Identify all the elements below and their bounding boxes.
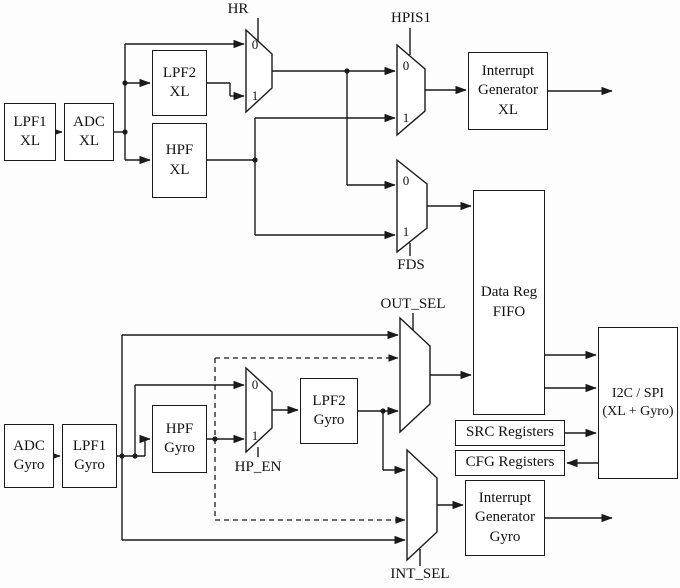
hpis1-mux-input-0-label: 0 [402, 58, 410, 73]
int-sel-mux [406, 448, 438, 562]
fds-mux-input-1-label: 1 [402, 224, 410, 239]
hpf-xl-box: HPF XL [152, 123, 207, 198]
lpf1-gyro-box: LPF1 Gyro [62, 424, 117, 488]
hr-mux-input-0-label: 0 [251, 37, 259, 52]
hp-en-mux-label: HP_EN [234, 459, 282, 475]
lpf2-xl-label: LPF2 XL [162, 64, 197, 101]
gyro-signal-lines [49, 313, 613, 566]
out-sel-mux [399, 316, 431, 434]
data-reg-fifo-box: Data Reg FIFO [473, 190, 545, 415]
lpf2-gyro-label: LPF2 Gyro [312, 392, 346, 429]
adc-gyro-label: ADC Gyro [13, 437, 45, 474]
int-sel-mux-label: INT_SEL [390, 566, 450, 582]
lpf1-gyro-label: LPF1 Gyro [72, 437, 107, 474]
i2c-spi-label: I2C / SPI (XL + Gyro) [602, 385, 674, 419]
interrupt-generator-xl-box: Interrupt Generator XL [468, 52, 548, 130]
hpis1-mux-label: HPIS1 [390, 10, 431, 26]
hpis1-mux [396, 43, 426, 137]
cfg-registers-label: CFG Registers [465, 454, 555, 471]
src-registers-box: SRC Registers [455, 420, 565, 446]
fds-mux [396, 158, 428, 254]
junction-dots [119, 68, 386, 459]
lpf2-gyro-box: LPF2 Gyro [300, 378, 358, 444]
bus-lines [545, 350, 598, 468]
cfg-registers-box: CFG Registers [455, 450, 565, 476]
i2c-spi-box: I2C / SPI (XL + Gyro) [598, 327, 678, 479]
data-reg-fifo-label: Data Reg FIFO [480, 284, 538, 320]
lpf2-xl-box: LPF2 XL [152, 50, 207, 116]
adc-xl-label: ADC XL [73, 113, 105, 150]
hpf-gyro-box: HPF Gyro [152, 405, 207, 473]
out-sel-mux-label: OUT_SEL [380, 296, 446, 312]
fds-mux-label: FDS [397, 257, 425, 273]
hp-en-mux [245, 366, 273, 454]
hr-mux-input-1-label: 1 [251, 88, 259, 103]
hr-mux-label: HR [227, 1, 249, 17]
fds-mux-input-0-label: 0 [402, 173, 410, 188]
hp-en-mux-input-0-label: 0 [251, 377, 259, 392]
hpf-gyro-label: HPF Gyro [164, 420, 195, 457]
lpf1-xl-label: LPF1 XL [13, 113, 47, 150]
src-registers-label: SRC Registers [466, 424, 554, 441]
interrupt-generator-gyro-label: Interrupt Generator Gyro [475, 489, 535, 545]
interrupt-generator-gyro-box: Interrupt Generator Gyro [465, 480, 545, 556]
xl-signal-lines [51, 18, 613, 256]
adc-xl-box: ADC XL [64, 103, 114, 161]
hp-en-mux-input-1-label: 1 [251, 428, 259, 443]
adc-gyro-box: ADC Gyro [4, 424, 54, 488]
hpf-xl-label: HPF XL [165, 142, 194, 178]
lpf1-xl-box: LPF1 XL [4, 103, 56, 161]
mux-shapes [245, 28, 438, 562]
hpis1-mux-input-1-label: 1 [402, 110, 410, 125]
interrupt-generator-xl-label: Interrupt Generator XL [478, 62, 538, 118]
hr-mux [245, 28, 273, 114]
